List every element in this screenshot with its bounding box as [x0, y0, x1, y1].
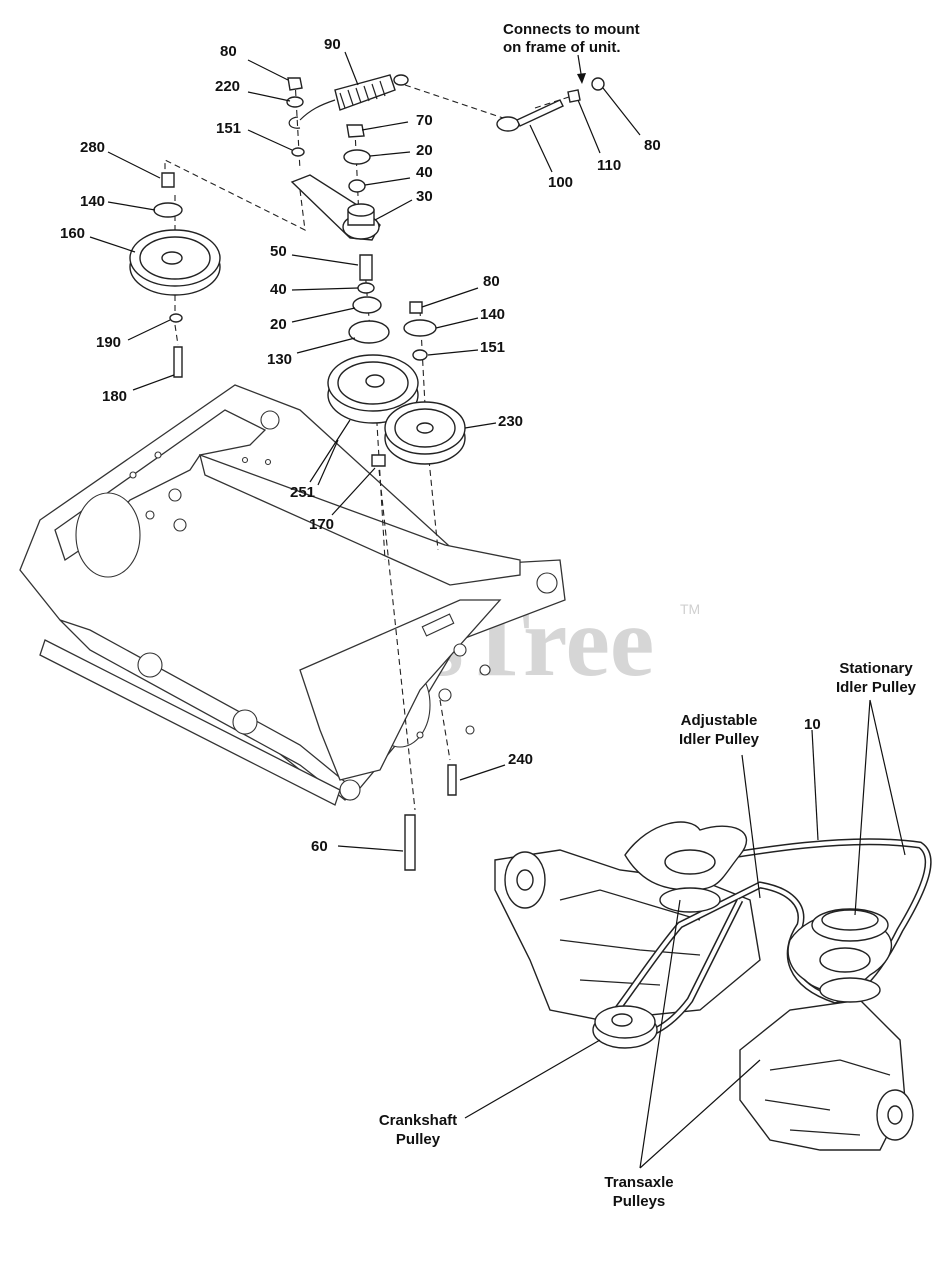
pulley-230 — [384, 401, 466, 465]
fan-pulley-left — [624, 821, 748, 913]
stationary-idler-label-line1: Stationary — [839, 660, 913, 677]
mount-note-line2: on frame of unit. — [503, 39, 621, 56]
label-190: 190 — [96, 334, 121, 351]
label-60: 60 — [311, 838, 328, 855]
adjustable-idler-label-line2: Idler Pulley — [679, 731, 760, 748]
transaxle-pulleys-label-line1: Transaxle — [604, 1174, 673, 1191]
leader-lines — [89, 51, 906, 1169]
label-50: 50 — [270, 243, 287, 260]
label-90: 90 — [324, 36, 341, 53]
idler-arm-30 — [290, 174, 381, 241]
label-40-top: 40 — [416, 164, 433, 181]
label-30: 30 — [416, 188, 433, 205]
transaxle-pulleys-label-line2: Pulleys — [613, 1193, 666, 1210]
label-220: 220 — [215, 78, 240, 95]
label-140-right: 140 — [480, 306, 505, 323]
label-110: 110 — [597, 157, 621, 174]
stationary-idler-label-line2: Idler Pulley — [836, 679, 917, 696]
crankshaft-pulley — [592, 1005, 658, 1049]
eye-bolt-100 — [496, 54, 605, 132]
deck-frame — [19, 384, 566, 806]
crankshaft-pulley-label-line1: Crankshaft — [379, 1112, 457, 1129]
crankshaft-pulley-label-line2: Pulley — [396, 1131, 441, 1148]
spring-assembly — [288, 74, 409, 129]
pulley-160 — [129, 229, 221, 296]
label-240: 240 — [508, 751, 533, 768]
stationary-idler-pulley — [811, 908, 889, 942]
label-151-right: 151 — [480, 339, 505, 356]
label-140-left: 140 — [80, 193, 105, 210]
hardware-small — [153, 77, 457, 871]
label-100: 100 — [548, 174, 573, 191]
label-20-top: 20 — [416, 142, 433, 159]
label-130: 130 — [267, 351, 292, 368]
label-151-top: 151 — [216, 120, 241, 137]
adjustable-idler-label-line1: Adjustable — [681, 712, 758, 729]
label-280: 280 — [80, 139, 105, 156]
label-80-top: 80 — [220, 43, 237, 60]
label-80-mid: 80 — [483, 273, 500, 290]
watermark-trademark: TM — [680, 601, 700, 617]
pulley-251 — [327, 354, 419, 424]
label-170: 170 — [309, 516, 334, 533]
transaxle-right — [739, 999, 914, 1151]
label-160: 160 — [60, 225, 85, 242]
mount-note-line1: Connects to mount — [503, 21, 640, 38]
callouts: Connects to mount on frame of unit. Stat… — [379, 21, 917, 1210]
label-251: 251 — [290, 484, 315, 501]
part-labels: 80 90 220 151 70 20 40 30 280 140 160 50… — [60, 36, 821, 855]
label-70: 70 — [416, 112, 433, 129]
label-80-right: 80 — [644, 137, 661, 154]
label-20-mid: 20 — [270, 316, 287, 333]
label-230: 230 — [498, 413, 523, 430]
label-40-mid: 40 — [270, 281, 287, 298]
label-10: 10 — [804, 716, 821, 733]
label-180: 180 — [102, 388, 127, 405]
